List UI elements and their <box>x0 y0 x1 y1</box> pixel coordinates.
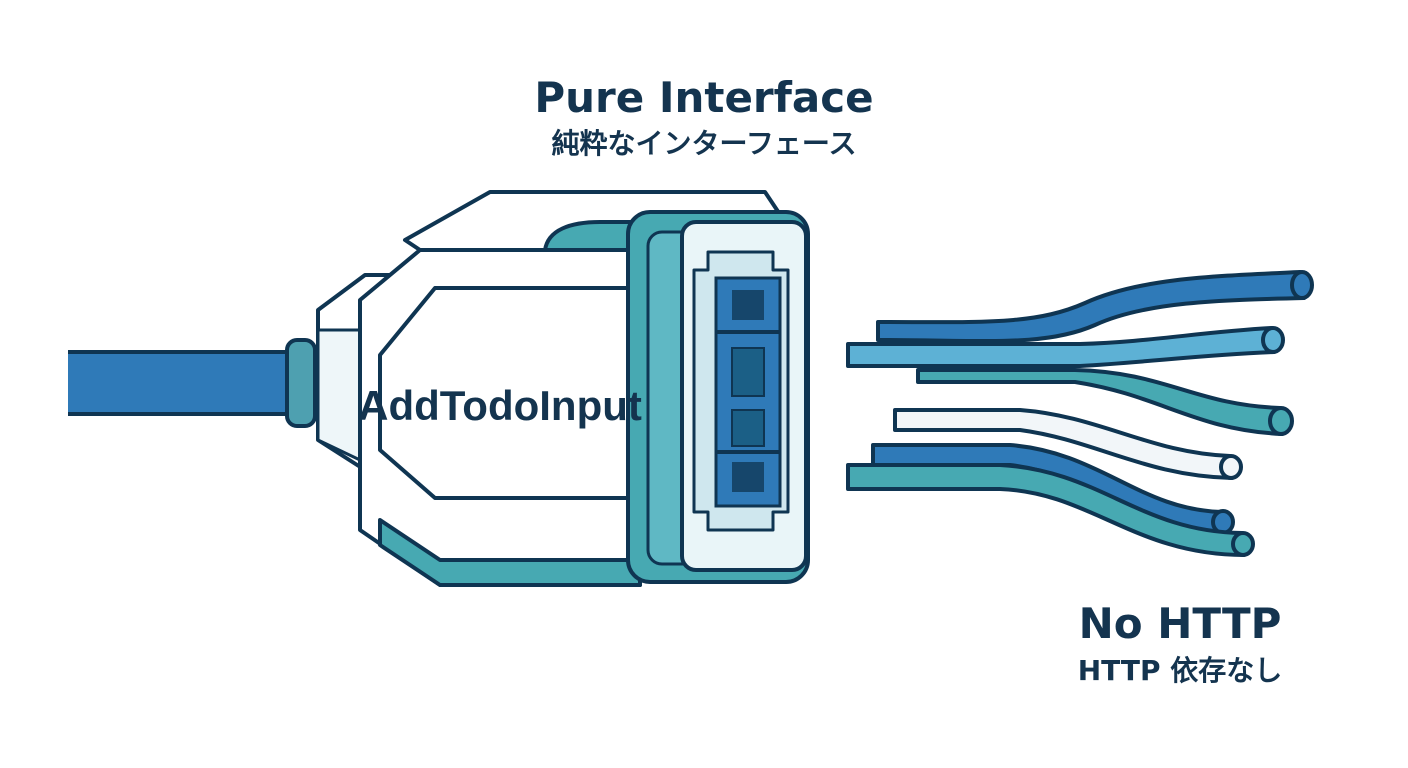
connector-label: AddTodoInput <box>358 382 642 429</box>
plug-connector-icon <box>316 190 810 587</box>
caption-sub: HTTP 依存なし <box>1078 654 1283 687</box>
title-main: Pure Interface <box>534 73 873 122</box>
title-sub: 純粋なインターフェース <box>552 127 857 160</box>
cable-icon <box>68 338 317 428</box>
loose-wires-icon <box>846 270 1314 557</box>
caption-main: No HTTP <box>1079 599 1282 648</box>
